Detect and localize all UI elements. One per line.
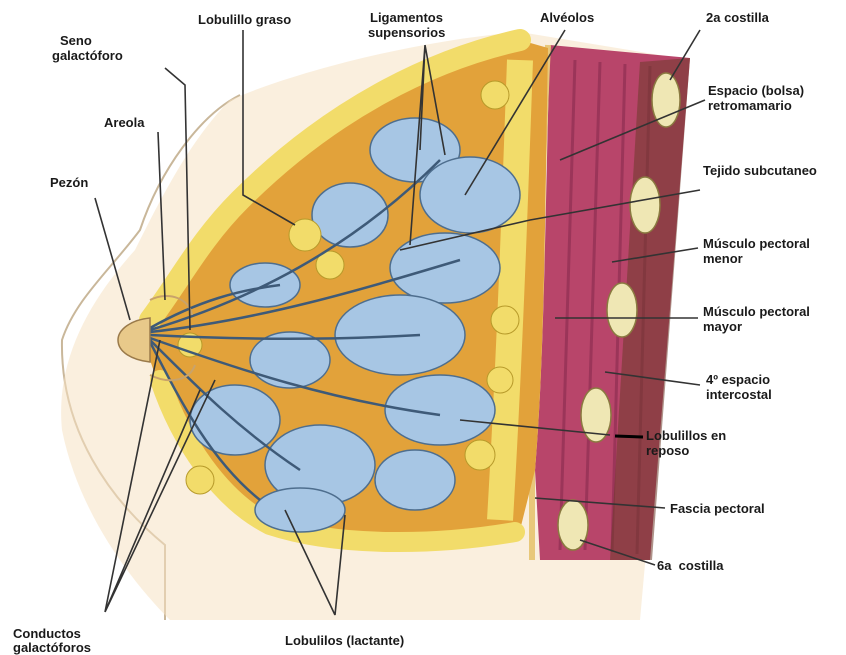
fat-4 — [491, 306, 519, 334]
lobule-b — [420, 157, 520, 233]
label-mayor-1: Músculo pectoral — [703, 304, 810, 319]
fat-5 — [487, 367, 513, 393]
label-fascia: Fascia pectoral — [670, 501, 765, 516]
label-espacio-2: retromamario — [708, 98, 792, 113]
label-ligamentos-1: Ligamentos — [370, 10, 443, 25]
label-lobulillo-graso: Lobulillo graso — [198, 12, 291, 27]
label-menor-1: Músculo pectoral — [703, 236, 810, 251]
rib-4 — [607, 283, 637, 337]
lobule-k — [375, 450, 455, 510]
label-seno-2: galactóforo — [52, 48, 123, 63]
lobule-g — [250, 332, 330, 388]
label-conductos-1: Conductos — [13, 626, 81, 641]
label-seno-1: Seno — [60, 33, 92, 48]
label-lactante: Lobulilos (lactante) — [285, 633, 404, 648]
label-conductos-2: galactóforos — [13, 640, 91, 655]
label-mayor-2: mayor — [703, 319, 742, 334]
label-espacio-1: Espacio (bolsa) — [708, 83, 804, 98]
label-4-espacio-1: 4º espacio — [706, 372, 770, 387]
label-ligamentos-2: supensorios — [368, 25, 445, 40]
lobule-l — [255, 488, 345, 532]
fat-7 — [186, 466, 214, 494]
label-menor-2: menor — [703, 251, 743, 266]
label-areola: Areola — [104, 115, 144, 130]
rib-3 — [630, 177, 660, 233]
lobule-d — [390, 233, 500, 303]
label-alveolos: Alvéolos — [540, 10, 594, 25]
label-reposo-1: Lobulillos en — [646, 428, 726, 443]
fat-3 — [481, 81, 509, 109]
label-4-espacio-2: intercostal — [706, 387, 772, 402]
label-2a-costilla: 2a costilla — [706, 10, 769, 25]
reposo-arrow-icon — [615, 436, 643, 437]
fat-6 — [465, 440, 495, 470]
label-tejido: Tejido subcutaneo — [703, 163, 817, 178]
label-6a-costilla: 6a costilla — [657, 558, 723, 573]
label-reposo-2: reposo — [646, 443, 689, 458]
rib-2 — [652, 73, 680, 127]
rib-6 — [558, 500, 588, 550]
label-pezon: Pezón — [50, 175, 88, 190]
